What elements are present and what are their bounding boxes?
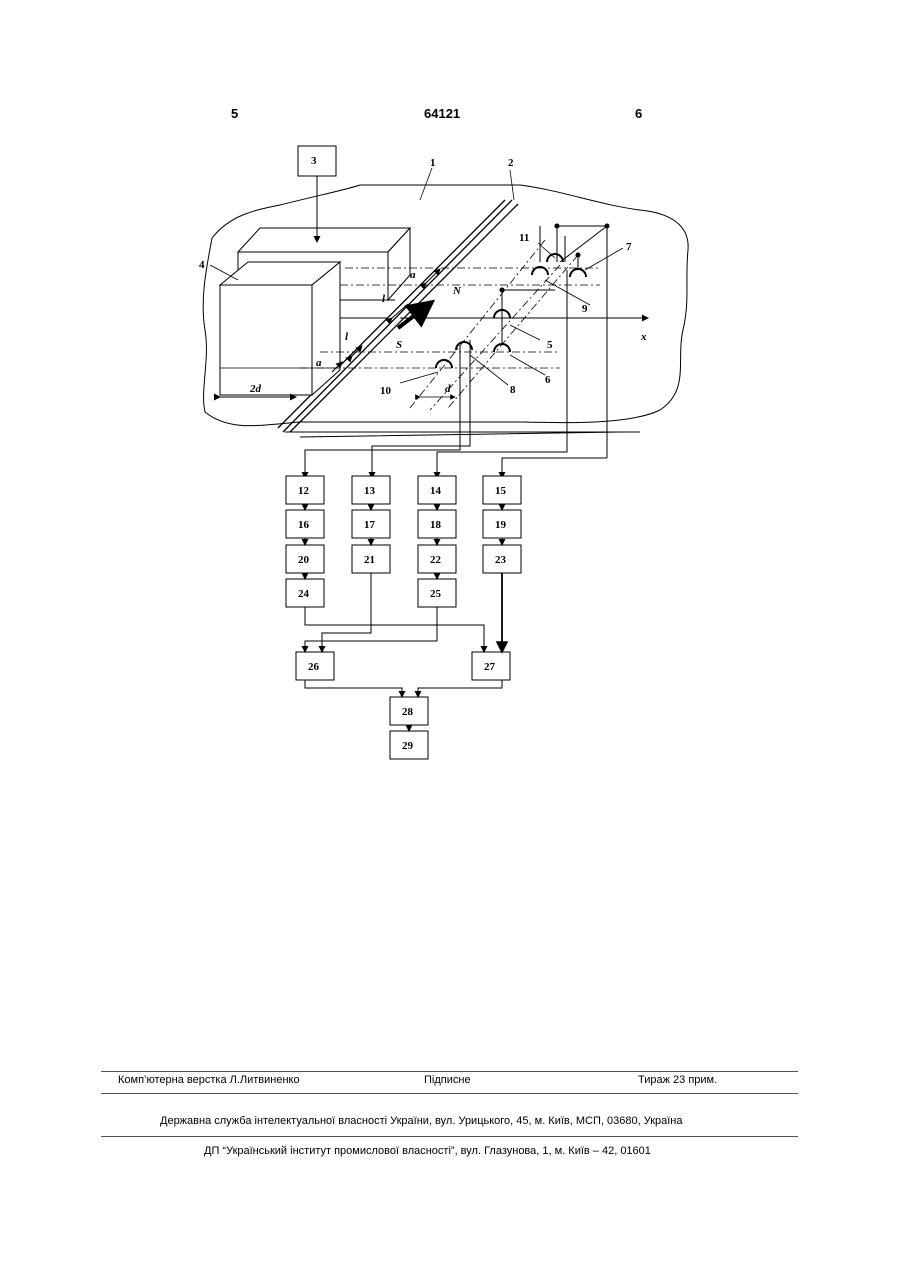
block-label-13: 13: [364, 485, 376, 497]
sensor-coils: [436, 254, 586, 368]
block-label-18: 18: [430, 519, 442, 531]
symbol-2d: 2d: [249, 383, 262, 395]
block-label-22: 22: [430, 554, 442, 566]
callout-9: 9: [582, 303, 588, 315]
symbol-d: d: [445, 383, 451, 395]
footer-rule-top: [101, 1071, 798, 1072]
callout-10: 10: [380, 385, 392, 397]
callout-1: 1: [430, 157, 436, 169]
block-label-12: 12: [298, 485, 310, 497]
callout-2: 2: [508, 157, 514, 169]
magnet-4-box: [220, 262, 340, 395]
agency-address: Державна служба інтелектуальної власност…: [160, 1115, 683, 1127]
callout-6: 6: [545, 374, 551, 386]
callout-11: 11: [519, 232, 529, 244]
plate-bottom-edge: [285, 432, 640, 437]
block-label-15: 15: [495, 485, 507, 497]
callout-5: 5: [547, 339, 553, 351]
block-label-20: 20: [298, 554, 310, 566]
symbol-x: x: [640, 331, 647, 343]
callout-4: 4: [199, 259, 205, 271]
block-label-16: 16: [298, 519, 310, 531]
symbol-S: S: [396, 339, 402, 351]
symbol-N: N: [452, 285, 462, 297]
block-label-24: 24: [298, 588, 310, 600]
layout-credit: Комп’ютерна верстка Л.Литвиненко: [118, 1074, 300, 1086]
block-label-27: 27: [484, 661, 496, 673]
block-label-19: 19: [495, 519, 507, 531]
block-label-28: 28: [402, 706, 414, 718]
symbol-a-bottom: a: [316, 357, 322, 369]
institute-address: ДП “Український інститут промислової вла…: [204, 1145, 651, 1157]
travel-direction-arrow: [398, 302, 432, 328]
footer-rule-middle: [101, 1093, 798, 1094]
circulation: Тираж 23 прим.: [638, 1074, 717, 1086]
block-label-21: 21: [364, 554, 375, 566]
block-label-25: 25: [430, 588, 442, 600]
signed-note: Підписне: [424, 1074, 471, 1086]
symbol-l-bottom: l: [345, 331, 349, 343]
block-label-29: 29: [402, 740, 414, 752]
callout-8: 8: [510, 384, 516, 396]
block-3: [298, 146, 336, 176]
block-label-17: 17: [364, 519, 376, 531]
callout-7: 7: [626, 241, 632, 253]
block-label-23: 23: [495, 554, 507, 566]
callout-3: 3: [311, 155, 317, 167]
footer-rule-bottom: [101, 1136, 798, 1137]
block-label-26: 26: [308, 661, 320, 673]
block-label-14: 14: [430, 485, 442, 497]
symbol-a-top: a: [410, 269, 416, 281]
